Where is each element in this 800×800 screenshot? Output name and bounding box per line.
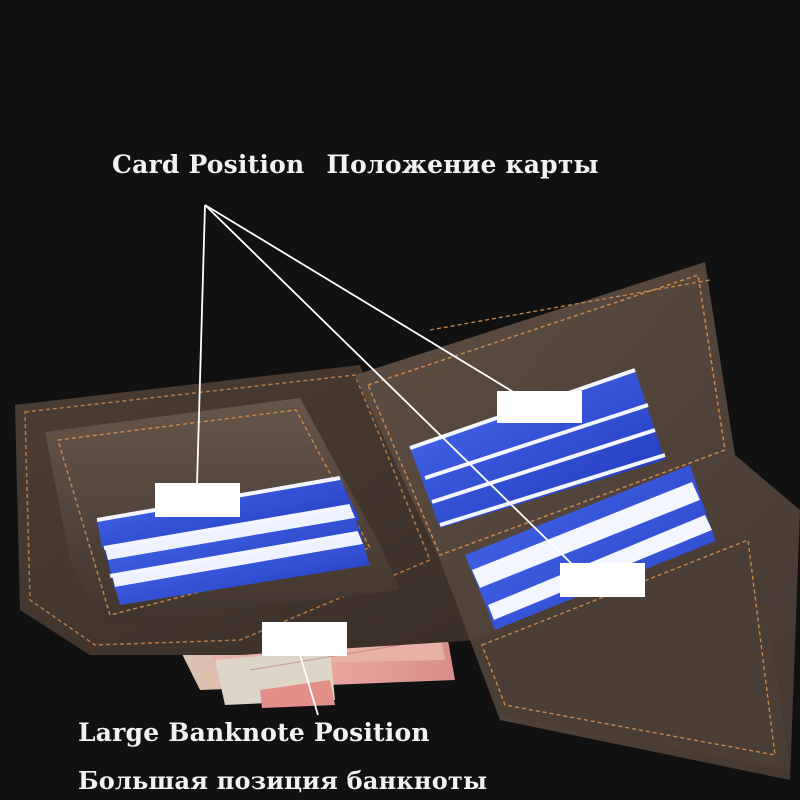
label-boxes: [155, 391, 645, 656]
card-position-label-ru: Положение карты: [326, 150, 599, 179]
card-position-label-en: Card Position: [112, 150, 305, 179]
card-position-caption: Card Position Положение карты: [112, 150, 599, 179]
label-box-banknotes: [262, 622, 347, 656]
right-upper-card-slots: [409, 368, 666, 528]
label-box-right-front-cards: [560, 563, 645, 597]
banknote-position-label-en: Large Banknote Position: [78, 718, 430, 747]
pointer-lines: [196, 204, 576, 716]
banknote-position-label-ru: Большая позиция банкноты: [78, 766, 488, 795]
label-box-right-upper-cards: [497, 391, 582, 423]
label-box-left-cards: [155, 483, 240, 517]
